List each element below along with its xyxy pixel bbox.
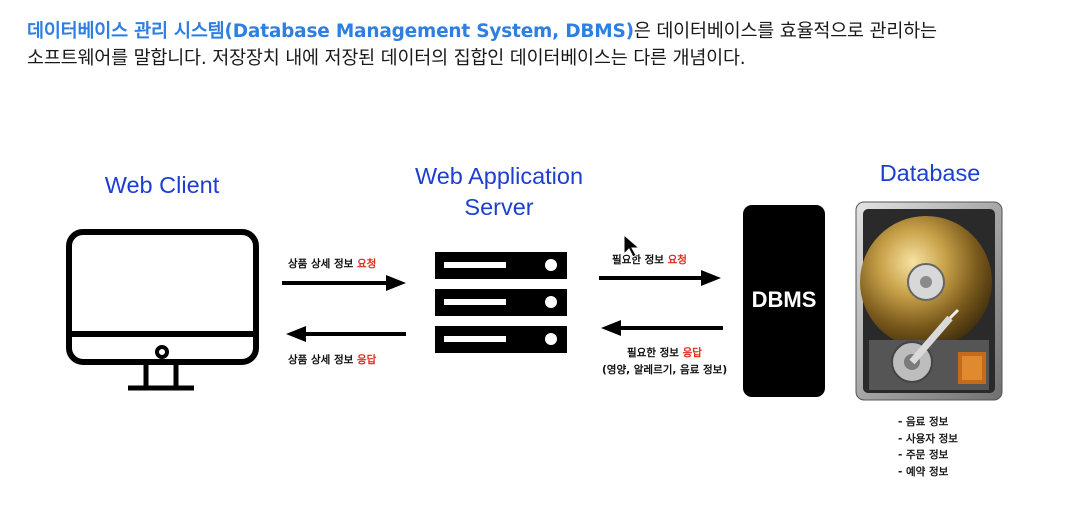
dbms-box: DBMS <box>743 205 825 397</box>
label-dbms-response-text: 필요한 정보 <box>627 347 679 359</box>
hard-drive-icon <box>855 201 1003 401</box>
label-dbms-response: 필요한 정보 응답 <box>627 345 702 360</box>
database-item-label: 음료 정보 <box>906 416 949 428</box>
label-dbms-request: 필요한 정보 요청 <box>612 252 687 267</box>
label-dbms-request-highlight: 요청 <box>667 254 687 266</box>
web-server-label-line1: Web Application <box>414 163 584 189</box>
arrow-server-to-dbms <box>599 270 721 286</box>
monitor-icon <box>66 229 259 391</box>
database-item-label: 예약 정보 <box>906 465 949 478</box>
database-label: Database <box>879 160 981 186</box>
server-icon <box>435 252 567 353</box>
database-item-label: 주문 정보 <box>906 449 949 461</box>
label-client-response: 상품 상세 정보 응답 <box>288 352 376 367</box>
arrow-server-to-client <box>286 326 406 342</box>
database-item-bullet: - <box>898 432 903 445</box>
label-dbms-response-highlight: 응답 <box>682 347 702 359</box>
web-client-label: Web Client <box>104 172 220 198</box>
database-item-label: 사용자 정보 <box>906 432 958 445</box>
database-item-bullet: - <box>898 416 903 428</box>
label-client-request-text: 상품 상세 정보 <box>288 258 354 270</box>
arrow-dbms-to-server <box>601 320 723 336</box>
web-server-label-line2: Server <box>464 194 534 220</box>
database-item-bullet: - <box>898 465 903 478</box>
dbms-label: DBMS <box>751 287 817 312</box>
intro-line-2: 소프트웨어를 말합니다. 저장장치 내에 저장된 데이터의 집합인 데이터베이스… <box>27 48 746 69</box>
label-client-response-highlight: 응답 <box>356 354 377 366</box>
label-dbms-response-note: (영양, 알레르기, 음료 정보) <box>602 364 728 376</box>
label-client-request: 상품 상세 정보 요청 <box>288 256 376 271</box>
label-client-request-highlight: 요청 <box>356 258 377 270</box>
database-items-list: - 음료 정보 - 사용자 정보 - 주문 정보 - 예약 정보 <box>898 414 958 480</box>
label-dbms-request-text: 필요한 정보 <box>612 254 664 266</box>
intro-line-1: 데이터베이스 관리 시스템(Database Management System… <box>27 18 1057 45</box>
intro-line1-rest: 은 데이터베이스를 효율적으로 관리하는 <box>633 21 937 42</box>
cursor-icon <box>623 234 641 258</box>
database-item: - 예약 정보 <box>898 464 958 481</box>
web-server-label: Web Application Server <box>380 161 618 223</box>
database-item-bullet: - <box>898 449 903 461</box>
database-item: - 음료 정보 <box>898 414 958 431</box>
intro-highlight: 데이터베이스 관리 시스템(Database Management System… <box>27 21 634 42</box>
label-client-response-text: 상품 상세 정보 <box>288 354 354 366</box>
database-item: - 주문 정보 <box>898 447 958 464</box>
arrow-client-to-server <box>282 275 406 291</box>
intro-paragraph: 데이터베이스 관리 시스템(Database Management System… <box>27 18 1057 72</box>
database-item: - 사용자 정보 <box>898 431 958 448</box>
